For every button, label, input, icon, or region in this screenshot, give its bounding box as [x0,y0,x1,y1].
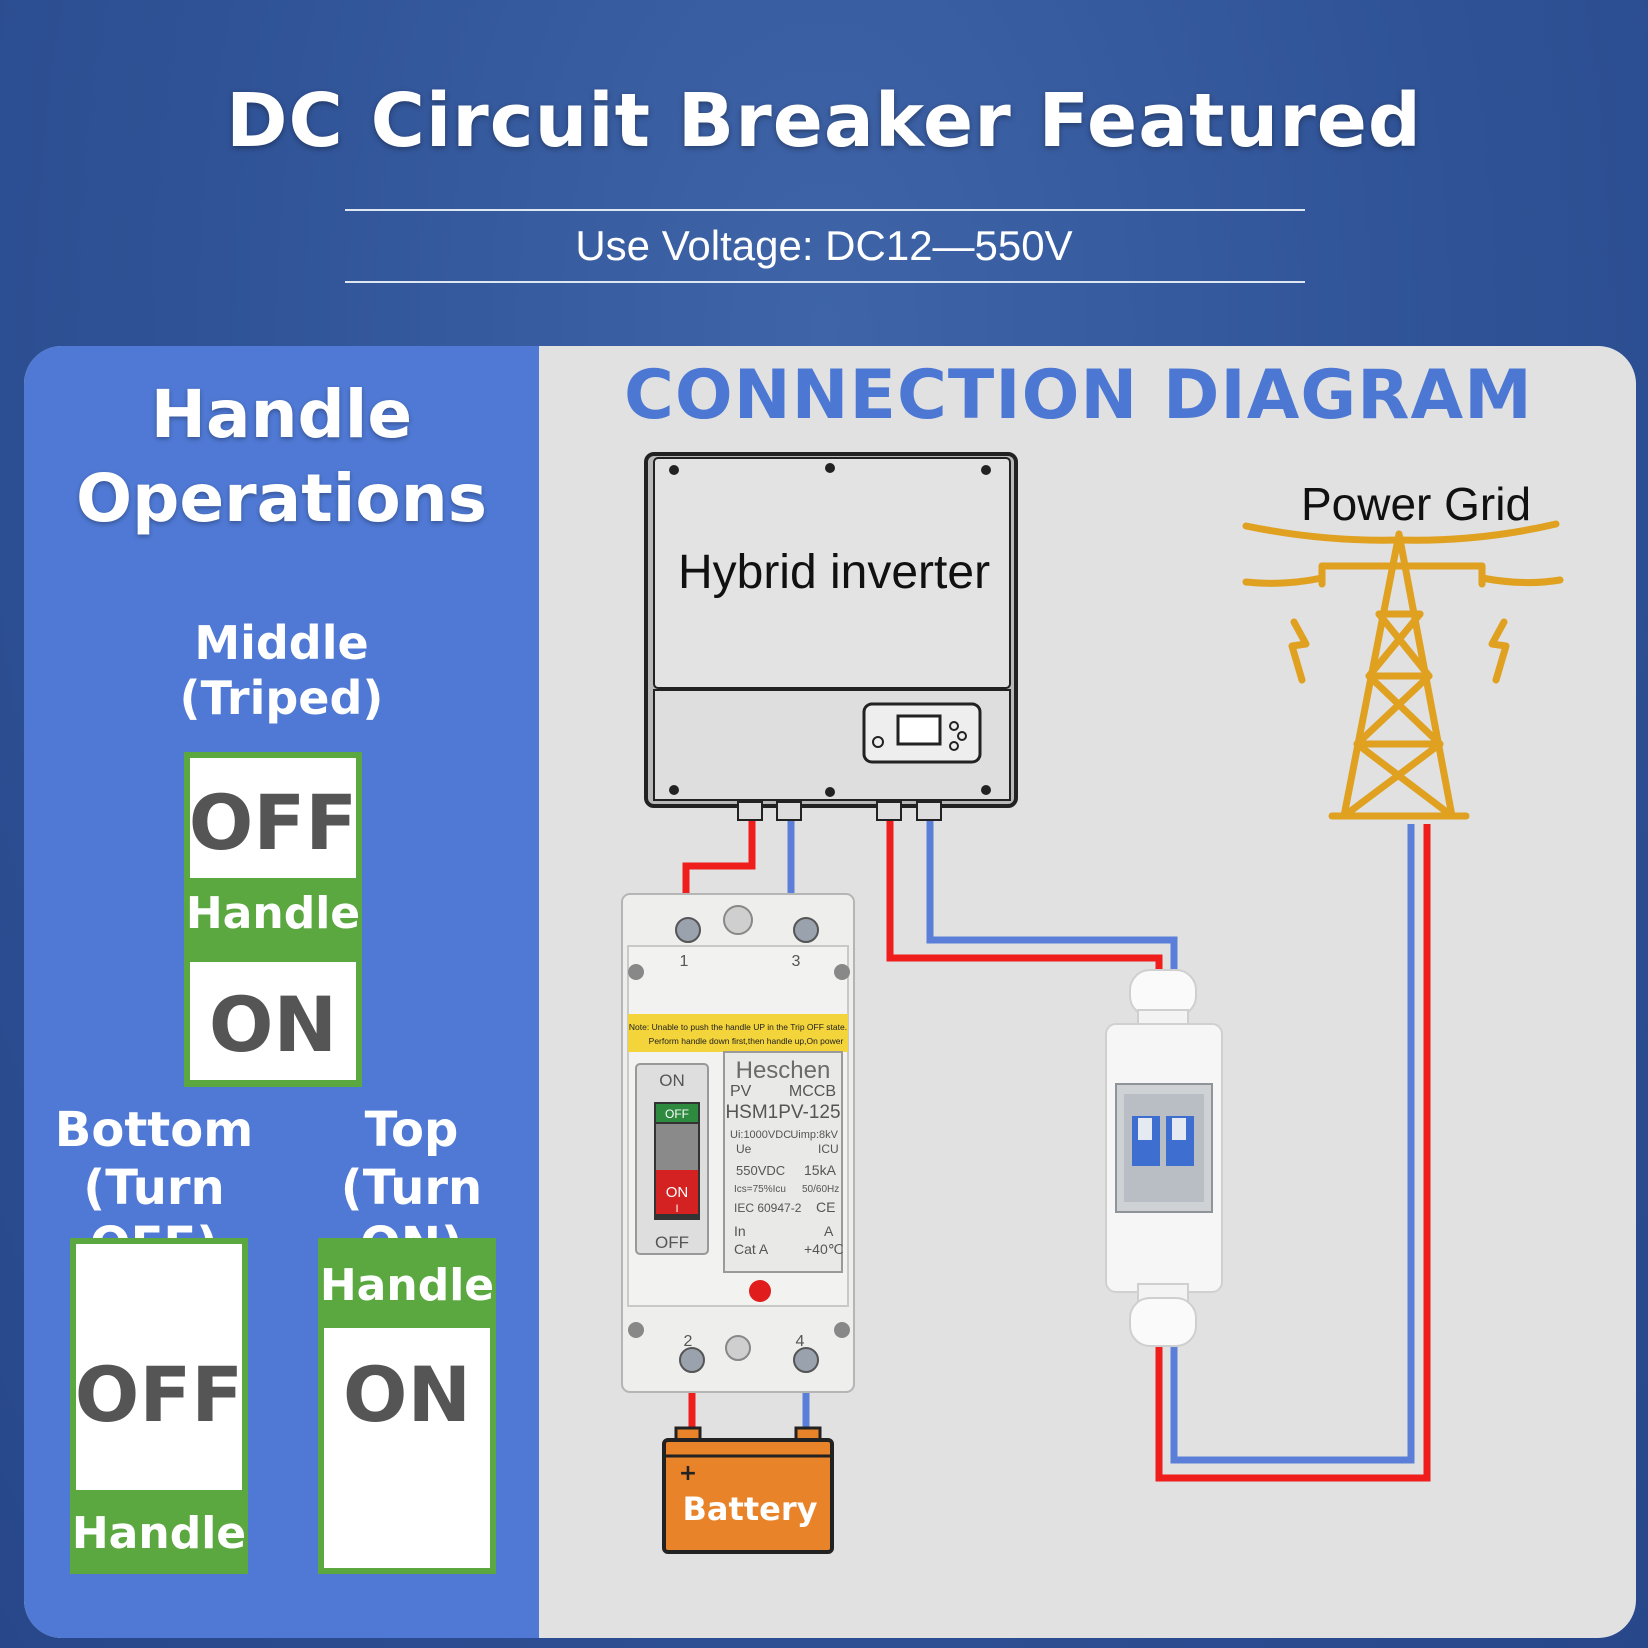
terminal-1-label: 1 [680,953,689,970]
spec-cat: Cat A [734,1241,769,1257]
spec-in: In [734,1223,746,1239]
bottom-handle-text: Handle [71,1508,247,1559]
inverter-label: Hybrid inverter [678,546,990,599]
divider-bottom [345,281,1305,283]
breaker-type-mccb: MCCB [789,1083,836,1100]
middle-label-line1: Middle [194,616,369,670]
breaker-brand: Heschen [736,1057,831,1084]
bottom-off-text: OFF [74,1350,244,1439]
spec-icu: ICU [818,1142,839,1156]
grid-negative-wire-tower [1170,824,1415,1464]
spec-a: A [824,1223,834,1239]
spec-uimp: Uimp:8kV [790,1129,838,1141]
handle-on-mark: ON [659,1071,685,1090]
handle-operations-title-line1: Handle [150,376,413,453]
toggle-i-text: I [675,1203,678,1215]
page-title: DC Circuit Breaker Featured [226,78,1422,164]
battery-label: Battery [683,1490,818,1528]
middle-mode-label: Middle (Triped) [24,616,539,726]
battery-positive-wire [682,816,756,906]
divider-top [345,209,1305,211]
middle-label-line2: (Triped) [179,671,384,726]
toggle-on-text: ON [666,1184,689,1201]
battery-icon [662,1426,834,1554]
handle-off-mark: OFF [655,1233,689,1252]
spec-temp: +40℃ [804,1241,843,1257]
middle-on-text: ON [208,980,338,1069]
spec-voltage: 550VDC [736,1163,785,1178]
terminal-3-label: 3 [792,953,801,970]
spec-freq: 50/60Hz [802,1184,839,1195]
connection-diagram: Hybrid inverter Power Grid [621,452,1564,1554]
handle-operations-panel: Handle Operations Middle (Triped) OFF Ha… [24,346,539,1638]
voltage-subtitle: Use Voltage: DC12—550V [575,222,1073,269]
top-label-line1: Top [364,1102,459,1158]
breaker-note-line1: Note: Unable to push the handle UP in th… [629,1022,847,1032]
spec-ue: Ue [736,1142,752,1156]
bottom-switch-illustration: OFF Handle [70,1238,248,1574]
bottom-label-line1: Bottom [54,1102,254,1158]
handle-operations-title-line2: Operations [76,460,487,537]
isolator-switch-box [1105,969,1223,1347]
spec-ics: Ics=75%Icu [734,1184,786,1195]
top-on-text: ON [342,1350,472,1439]
top-handle-text: Handle [319,1260,495,1311]
dc-circuit-breaker [621,893,855,1393]
battery-plus: + [679,1461,697,1486]
breaker-type-pv: PV [730,1083,752,1100]
spec-iec: IEC 60947-2 [734,1201,802,1215]
terminal-2-label: 2 [684,1333,693,1350]
connection-diagram-title: CONNECTION DIAGRAM [624,356,1533,435]
breaker-labels: 1 3 2 4 Note: Unable to push the handle … [629,953,847,1350]
grid-positive-wire-tower [1155,824,1431,1482]
breaker-note-line2: Perform handle down first,then handle up… [649,1036,844,1046]
terminal-4-label: 4 [796,1333,805,1350]
middle-off-text: OFF [188,778,358,867]
power-grid-label: Power Grid [1301,478,1531,530]
power-tower-icon [1242,520,1564,820]
spec-ce: CE [816,1199,835,1215]
top-switch-illustration: Handle ON [318,1238,496,1574]
middle-switch-illustration: OFF Handle ON [184,752,362,1087]
spec-ui: Ui:1000VDC [730,1129,791,1141]
middle-handle-text: Handle [185,888,361,939]
toggle-off-text: OFF [665,1107,689,1121]
content-card: Handle Operations Middle (Triped) OFF Ha… [24,346,1636,1638]
hybrid-inverter [644,452,1018,821]
breaker-model: HSM1PV-125 [725,1102,840,1123]
spec-current: 15kA [804,1162,837,1178]
